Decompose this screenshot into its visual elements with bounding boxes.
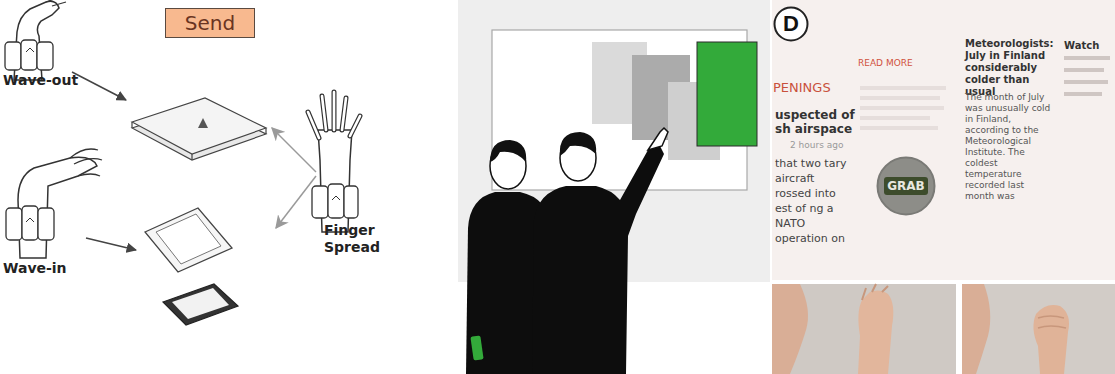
site-logo-circle: D: [773, 6, 809, 42]
news-headline: Watch: [1064, 40, 1099, 51]
armband-segment: [344, 186, 358, 218]
gesture-name: Finger Spread: [324, 222, 388, 256]
armband-logo: [26, 48, 34, 52]
armband-segment: [6, 208, 22, 240]
fist-photo: [1033, 305, 1069, 374]
gesture-arrow: [272, 128, 316, 172]
news-timestamp: 2 hours ago: [790, 140, 844, 150]
armband-segment: [38, 208, 54, 240]
gesture-arrow: [86, 238, 136, 250]
circle-shape: [775, 8, 808, 41]
selected-card: [697, 42, 757, 146]
tablet-screen: [172, 288, 229, 319]
finger-sketch: [46, 0, 66, 6]
faded-text-line: [860, 86, 946, 90]
node-text: GRAB: [884, 177, 928, 195]
photo-frame: [962, 284, 1115, 374]
person-hair: [560, 132, 596, 156]
gesture-arrow: [276, 176, 316, 228]
action-label-box: Send: [165, 8, 255, 38]
armband-logo: [26, 218, 34, 222]
faded-text-line: [1064, 80, 1108, 84]
face-photo: [962, 284, 990, 374]
armband-segment: [5, 42, 21, 70]
armband-segment: [328, 184, 344, 218]
faded-text-line: [860, 106, 944, 110]
circle-shape: [878, 158, 935, 215]
news-body: The month of July was unusually cold in …: [965, 92, 1051, 202]
armband-segment: [37, 42, 53, 70]
laptop-lid: [132, 98, 266, 154]
face-photo: [772, 284, 808, 374]
faded-text-line: [860, 96, 940, 100]
hand-sketch: [18, 157, 97, 258]
armband-segment: [21, 40, 37, 70]
photo-frame: [772, 284, 956, 374]
node-text: D: [783, 11, 799, 37]
person-hair: [490, 140, 526, 162]
knuckle-photo: [1038, 316, 1066, 328]
finger-photo: [862, 284, 888, 300]
finger-sketch: [308, 92, 360, 138]
section-heading: PENINGS: [773, 80, 831, 95]
armband-segment: [312, 186, 328, 218]
gesture-name: Wave-in: [3, 260, 67, 276]
faded-text-line: [1064, 92, 1102, 96]
gesture-name: Wave-out: [3, 72, 78, 88]
pointing-hand: [648, 128, 668, 150]
tablet-device: [163, 284, 238, 325]
faded-text-line: [1064, 68, 1104, 72]
laptop-logo: [198, 118, 208, 128]
news-headline: Meteorologists: July in Finland consider…: [965, 38, 1051, 98]
person-body: [532, 146, 664, 374]
gesture-arrow: [72, 72, 126, 100]
node-text: Send: [185, 11, 235, 35]
armband-logo: [332, 196, 340, 200]
news-body: that two tary aircraft rossed into est o…: [775, 156, 849, 246]
grab-cursor-circle: GRAB: [876, 156, 936, 216]
faded-text-line: [860, 116, 930, 120]
finger-fill: [308, 92, 360, 138]
open-hand-photo: [858, 290, 893, 374]
finger-sketch: [70, 149, 102, 176]
faded-text-line: [860, 126, 938, 130]
faded-text-line: [1064, 56, 1110, 60]
link-text: READ MORE: [858, 58, 913, 68]
armband-segment: [22, 206, 38, 240]
smartphone-screen: [156, 214, 221, 264]
screenshot-background: [772, 0, 1115, 280]
smartphone: [145, 208, 232, 272]
news-headline: uspected of sh airspace: [775, 108, 857, 136]
handheld-phone: [470, 335, 483, 360]
